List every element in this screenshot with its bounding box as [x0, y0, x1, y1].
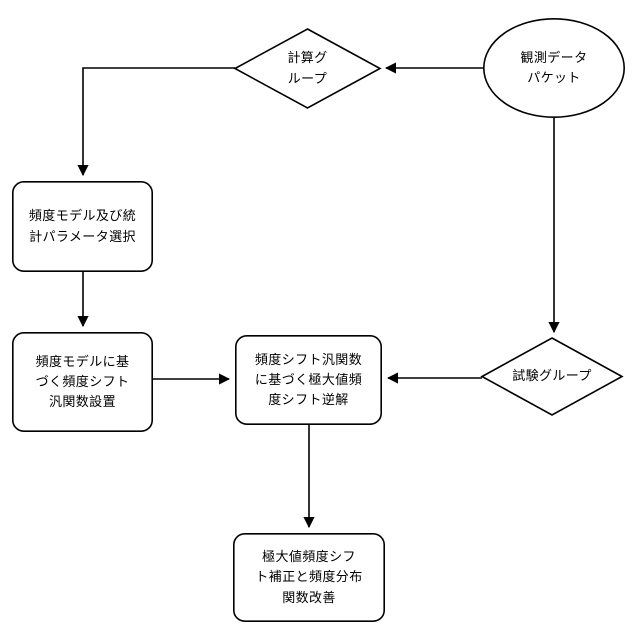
node-model-param-select[interactable]: [12, 181, 153, 273]
node-test-group[interactable]: [480, 337, 624, 416]
node-calc-group[interactable]: [233, 28, 382, 109]
node-observation-data-packet[interactable]: [483, 17, 625, 119]
node-peak-shift-inversion[interactable]: [235, 335, 382, 426]
edge-calc-group-to-model-param: [77, 67, 235, 177]
node-correction-improvement[interactable]: [233, 533, 385, 623]
node-shift-functional-setup[interactable]: [12, 332, 153, 433]
